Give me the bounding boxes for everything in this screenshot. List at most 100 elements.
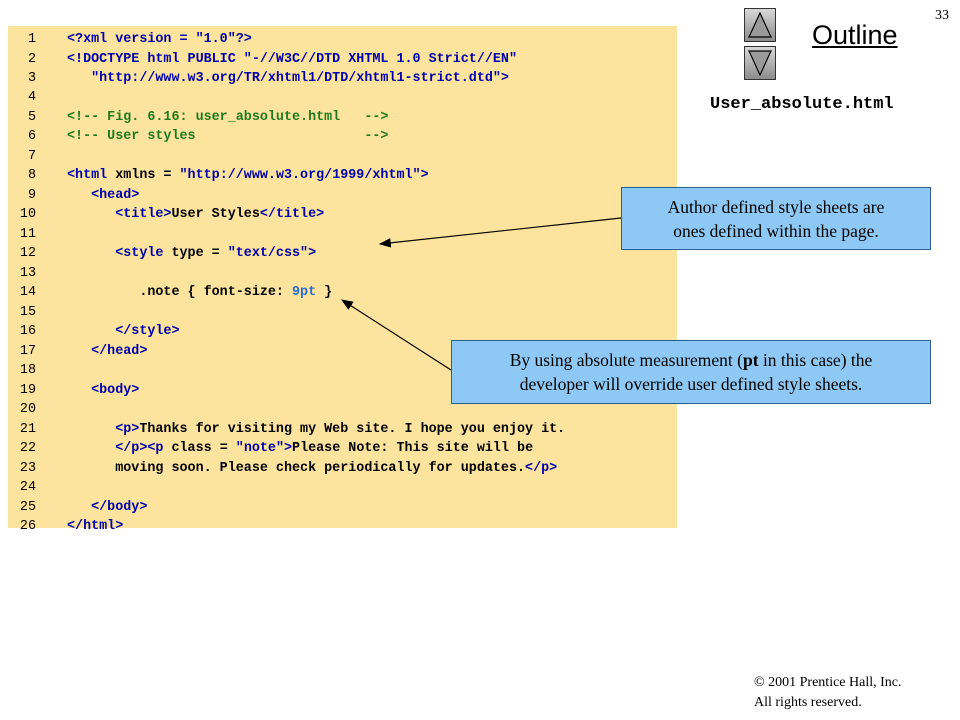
code-token <box>67 207 115 222</box>
code-token: <p> <box>115 422 140 437</box>
line-number: 15 <box>19 305 36 320</box>
code-line: 20 <box>8 400 67 419</box>
code-token: <!-- User styles --> <box>67 129 389 144</box>
code-text: <p>Thanks for visiting my Web site. I ho… <box>67 420 565 439</box>
code-text: <!DOCTYPE html PUBLIC "-//W3C//DTD XHTML… <box>67 50 517 69</box>
line-number: 6 <box>27 129 36 144</box>
code-line: 24 <box>8 478 67 497</box>
slide-number: 33 <box>935 8 949 23</box>
code-text: moving soon. Please check periodically f… <box>67 459 557 478</box>
line-number: 24 <box>19 480 36 495</box>
code-text: <style type = "text/css"> <box>67 244 316 263</box>
callout-line: By using absolute measurement (pt in thi… <box>452 348 930 372</box>
code-text: </p><p class = "note">Please Note: This … <box>67 439 533 458</box>
code-line: 21 <p>Thanks for visiting my Web site. I… <box>8 420 565 439</box>
code-token <box>67 383 91 398</box>
copyright-notice: © 2001 Prentice Hall, Inc. All rights re… <box>754 673 902 713</box>
code-token: <title> <box>115 207 172 222</box>
code-token: <p <box>147 441 172 456</box>
code-token: "http://www.w3.org/TR/xhtml1/DTD/xhtml1-… <box>67 71 509 86</box>
triangle-up-icon <box>748 12 772 38</box>
code-token: <!-- Fig. 6.16: user_absolute.html --> <box>67 110 389 125</box>
code-token: xmlns = <box>115 168 180 183</box>
line-number: 11 <box>19 227 36 242</box>
code-token: <body> <box>91 383 140 398</box>
code-listing: 1<?xml version = "1.0"?>2<!DOCTYPE html … <box>8 26 677 534</box>
code-token: </title> <box>259 207 325 222</box>
next-slide-button[interactable] <box>744 46 776 80</box>
code-line: 3 "http://www.w3.org/TR/xhtml1/DTD/xhtml… <box>8 69 509 88</box>
line-number: 1 <box>27 32 36 47</box>
line-number: 19 <box>19 383 36 398</box>
code-text: <!-- Fig. 6.16: user_absolute.html --> <box>67 108 388 127</box>
line-number: 10 <box>19 207 36 222</box>
previous-slide-button[interactable] <box>744 8 776 42</box>
code-text: <head> <box>67 186 139 205</box>
code-token: User Styles <box>171 207 260 222</box>
code-line: 11 <box>8 225 67 244</box>
line-number: 3 <box>27 71 36 86</box>
code-text: </html> <box>67 517 123 536</box>
code-token <box>67 500 91 515</box>
code-text: .note { font-size: 9pt } <box>67 283 332 302</box>
callout-text: in this case) the <box>758 350 873 370</box>
code-token: <?xml version = <box>67 32 196 47</box>
line-number: 20 <box>19 402 36 417</box>
copyright-line: © 2001 Prentice Hall, Inc. <box>754 675 902 690</box>
code-text: <body> <box>67 381 139 400</box>
code-token <box>67 324 115 339</box>
code-token: Please Note: This site will be <box>292 441 534 456</box>
code-token: <head> <box>91 188 140 203</box>
code-token: "http://www.w3.org/1999/xhtml"> <box>179 168 429 183</box>
author-style-callout: Author defined style sheets are ones def… <box>621 187 931 250</box>
callout-text: By using absolute measurement ( <box>509 350 743 370</box>
code-token: <html <box>67 168 116 183</box>
code-line: 10 <title>User Styles</title> <box>8 205 324 224</box>
line-number: 7 <box>27 149 36 164</box>
line-number: 14 <box>19 285 36 300</box>
code-token: <!DOCTYPE html PUBLIC "-//W3C//DTD XHTML… <box>67 52 517 67</box>
code-text: </style> <box>67 322 179 341</box>
code-token: "text/css"> <box>227 246 317 261</box>
line-number: 21 <box>19 422 36 437</box>
line-number: 13 <box>19 266 36 281</box>
code-line: 13 <box>8 264 67 283</box>
file-name-heading: User_absolute.html <box>710 95 894 114</box>
code-line: 17 </head> <box>8 342 147 361</box>
code-token <box>67 441 115 456</box>
code-token <box>67 246 115 261</box>
code-text: </head> <box>67 342 147 361</box>
callout-bold-text: pt <box>743 350 759 370</box>
line-number: 26 <box>19 519 36 534</box>
code-token: Thanks for visiting my Web site. I hope … <box>139 422 566 437</box>
code-token: .note { font-size: <box>67 285 292 300</box>
code-line: 1<?xml version = "1.0"?> <box>8 30 252 49</box>
outline-link[interactable]: Outline <box>812 20 898 50</box>
code-token: </body> <box>91 500 148 515</box>
code-line: 12 <style type = "text/css"> <box>8 244 316 263</box>
line-number: 25 <box>19 500 36 515</box>
line-number: 17 <box>19 344 36 359</box>
line-number: 16 <box>19 324 36 339</box>
absolute-measurement-callout: By using absolute measurement (pt in thi… <box>451 340 931 404</box>
code-line: 9 <head> <box>8 186 139 205</box>
code-text: <title>User Styles</title> <box>67 205 324 224</box>
code-token: "1.0" <box>195 32 236 47</box>
line-number: 23 <box>19 461 36 476</box>
code-token: </head> <box>91 344 148 359</box>
code-token: moving soon. Please check periodically f… <box>67 461 526 476</box>
line-number: 18 <box>19 363 36 378</box>
code-text: "http://www.w3.org/TR/xhtml1/DTD/xhtml1-… <box>67 69 509 88</box>
code-token: </p> <box>525 461 558 476</box>
code-line: 6 <!-- User styles --> <box>8 127 388 146</box>
code-line: 22 </p><p class = "note">Please Note: Th… <box>8 439 533 458</box>
code-token: class = <box>171 441 236 456</box>
code-line: 16 </style> <box>8 322 180 341</box>
line-number: 4 <box>27 90 36 105</box>
code-line: 5<!-- Fig. 6.16: user_absolute.html --> <box>8 108 388 127</box>
callout-line: developer will override user defined sty… <box>519 374 863 394</box>
code-line: 23 moving soon. Please check periodicall… <box>8 459 557 478</box>
code-token: "note"> <box>235 441 293 456</box>
code-line: 15 <box>8 303 67 322</box>
line-number: 12 <box>19 246 36 261</box>
